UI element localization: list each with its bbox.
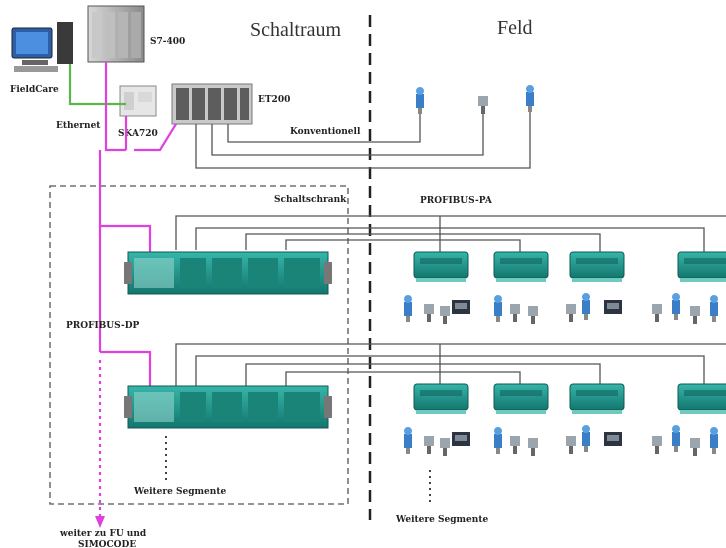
transmitter-icon bbox=[416, 85, 534, 114]
schaltschrank-cabinet-outline bbox=[49, 185, 349, 505]
konventionell-label: Konventionell bbox=[290, 127, 361, 137]
fieldcare-label: FieldCare bbox=[10, 85, 59, 95]
arrow-down-icon bbox=[95, 516, 105, 528]
plc-icon bbox=[87, 5, 145, 63]
ska720-label: SKA720 bbox=[118, 129, 158, 139]
io-module-icon bbox=[171, 83, 253, 125]
zone-label-field: Feld bbox=[497, 17, 533, 39]
io-module-icon bbox=[124, 251, 332, 295]
weiter-label-line1: weiter zu FU und bbox=[59, 529, 147, 539]
et200-label: ET200 bbox=[258, 95, 290, 105]
junction-box-icon bbox=[413, 383, 726, 415]
weiter-label-line2: SIMOCODE bbox=[78, 540, 136, 548]
zone-label-control-room: Schaltraum bbox=[250, 19, 342, 41]
conventional-wiring bbox=[195, 108, 531, 169]
transmitter-icon bbox=[404, 293, 718, 324]
ethernet-line bbox=[68, 64, 126, 106]
profibus-pa-label: PROFIBUS-PA bbox=[420, 196, 493, 206]
profibus-dp-lines bbox=[98, 62, 177, 386]
junction-box-icon bbox=[413, 251, 726, 283]
ethernet-label: Ethernet bbox=[56, 121, 101, 131]
transmitter-icon bbox=[404, 425, 718, 456]
computer-icon bbox=[11, 22, 73, 72]
schaltschrank-label: Schaltschrank bbox=[274, 195, 347, 205]
s7400-label: S7-400 bbox=[150, 37, 185, 47]
profibus-dp-label: PROFIBUS-DP bbox=[66, 321, 140, 331]
pa-bus-lines-1 bbox=[175, 215, 726, 252]
io-module-icon bbox=[124, 385, 332, 429]
weitere-segmente-cabinet-label: Weitere Segmente bbox=[133, 487, 226, 497]
weitere-segmente-field-label: Weitere Segmente bbox=[395, 515, 488, 525]
pa-bus-lines-2 bbox=[175, 343, 726, 386]
coupler-icon bbox=[119, 85, 157, 117]
